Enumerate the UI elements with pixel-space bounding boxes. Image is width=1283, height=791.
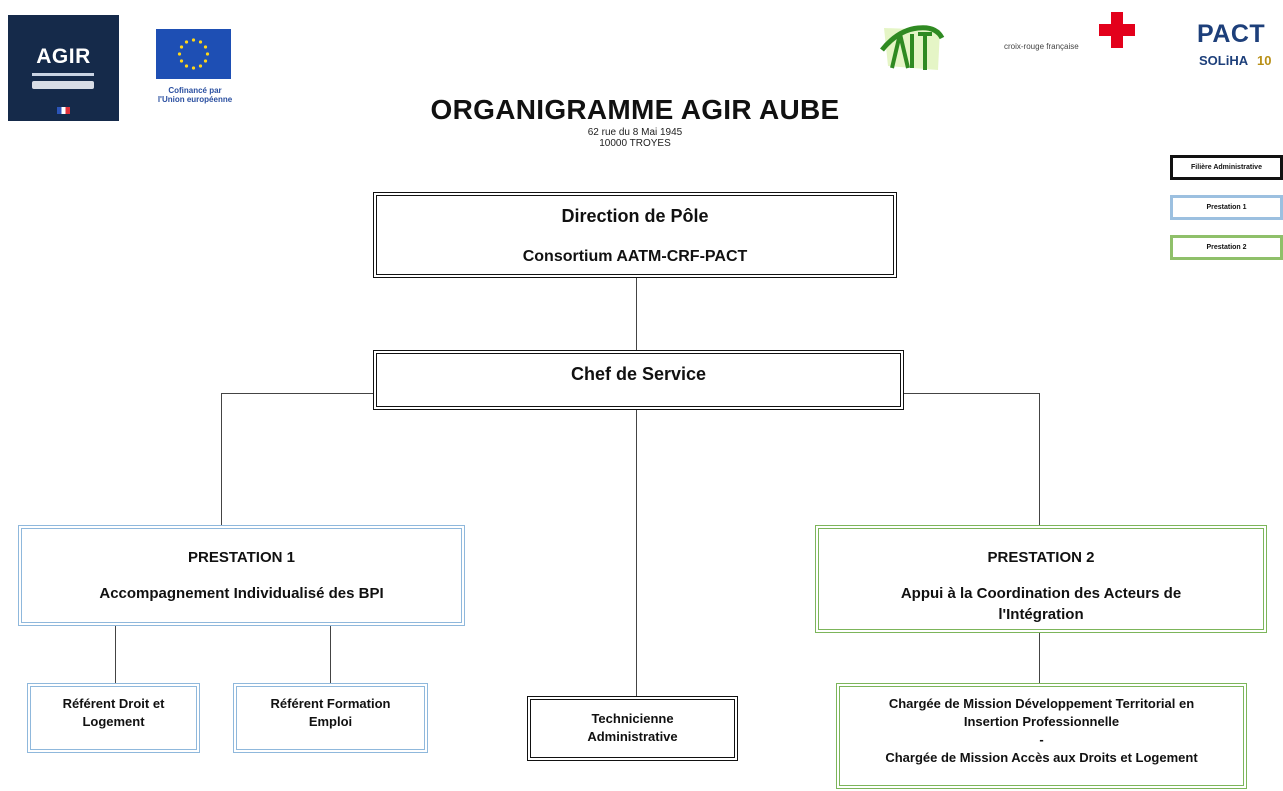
node-referent-droit-line1: Référent Droit et	[62, 696, 165, 711]
red-cross-icon	[1099, 12, 1135, 48]
node-chargee-de-mission: Chargée de Mission Développement Territo…	[836, 683, 1247, 789]
page-title: ORGANIGRAMME AGIR AUBE	[430, 94, 840, 125]
node-chargee-line1: Chargée de Mission Développement Territo…	[888, 696, 1195, 711]
connector-direction-chef	[636, 278, 637, 350]
legend-prestation-2: Prestation 2	[1170, 235, 1283, 260]
node-prestation-1-subtitle: Accompagnement Individualisé des BPI	[99, 585, 384, 602]
connector-right-down	[1039, 393, 1040, 525]
node-referent-formation-line2: Emploi	[308, 714, 353, 729]
agir-logo-bar	[32, 73, 94, 76]
address-street: 62 rue du 8 Mai 1945	[587, 127, 683, 138]
connector-p1-ref2	[330, 626, 331, 683]
node-prestation-2-subtitle-2: l'Intégration	[998, 606, 1084, 623]
node-chef-de-service: Chef de Service	[373, 350, 904, 410]
french-flag-icon	[57, 107, 70, 114]
legend-prestation-1: Prestation 1	[1170, 195, 1283, 220]
node-technicienne-administrative: Technicienne Administrative	[527, 696, 738, 761]
node-referent-droit-logement: Référent Droit et Logement	[27, 683, 200, 753]
address-city: 10000 TROYES	[599, 138, 671, 149]
pact-logo-text: PACT	[1197, 20, 1266, 48]
node-prestation-2: PRESTATION 2 Appui à la Coordination des…	[815, 525, 1267, 633]
node-direction-subtitle: Consortium AATM-CRF-PACT	[522, 248, 748, 265]
eu-caption-line1: Cofinancé par	[168, 86, 222, 95]
node-chargee-line2: Insertion Professionnelle	[963, 714, 1120, 729]
node-prestation-2-subtitle-1: Appui à la Coordination des Acteurs de	[900, 585, 1182, 602]
agir-logo: AGIR	[8, 15, 119, 121]
node-referent-formation-emploi: Référent Formation Emploi	[233, 683, 428, 753]
node-technicienne-line1: Technicienne	[591, 711, 674, 726]
aatm-logo-icon	[878, 20, 946, 75]
eu-caption: Cofinancé par l'Union européenne	[145, 86, 245, 104]
node-technicienne-line2: Administrative	[587, 729, 678, 744]
crf-logo-text: croix-rouge française	[1004, 42, 1079, 51]
connector-p1-ref1	[115, 626, 116, 683]
connector-p2-chargee	[1039, 633, 1040, 683]
node-chargee-line3: -	[1039, 732, 1044, 747]
connector-chef-left	[221, 393, 373, 394]
node-direction-title: Direction de Pôle	[561, 206, 709, 226]
address: 62 rue du 8 Mai 1945 10000 TROYES	[560, 127, 710, 149]
connector-left-down	[221, 393, 222, 525]
eu-flag-icon	[156, 29, 231, 79]
soliha-logo-text: SOLiHA	[1199, 53, 1249, 68]
node-referent-droit-line2: Logement	[82, 714, 145, 729]
node-prestation-2-title: PRESTATION 2	[987, 549, 1095, 566]
legend-admin: Filière Administrative	[1170, 155, 1283, 180]
connector-chef-tech	[636, 410, 637, 696]
soliha-logo-number: 10	[1257, 53, 1272, 68]
agir-logo-badge	[32, 81, 94, 89]
node-chef-title: Chef de Service	[570, 364, 707, 384]
node-direction: Direction de Pôle Consortium AATM-CRF-PA…	[373, 192, 897, 278]
node-prestation-1: PRESTATION 1 Accompagnement Individualis…	[18, 525, 465, 626]
agir-logo-text: AGIR	[36, 45, 91, 68]
node-referent-formation-line1: Référent Formation	[270, 696, 391, 711]
node-prestation-1-title: PRESTATION 1	[188, 549, 295, 566]
connector-chef-right	[904, 393, 1039, 394]
eu-caption-line2: l'Union européenne	[157, 95, 233, 104]
node-chargee-line4: Chargée de Mission Accès aux Droits et L…	[885, 750, 1198, 765]
